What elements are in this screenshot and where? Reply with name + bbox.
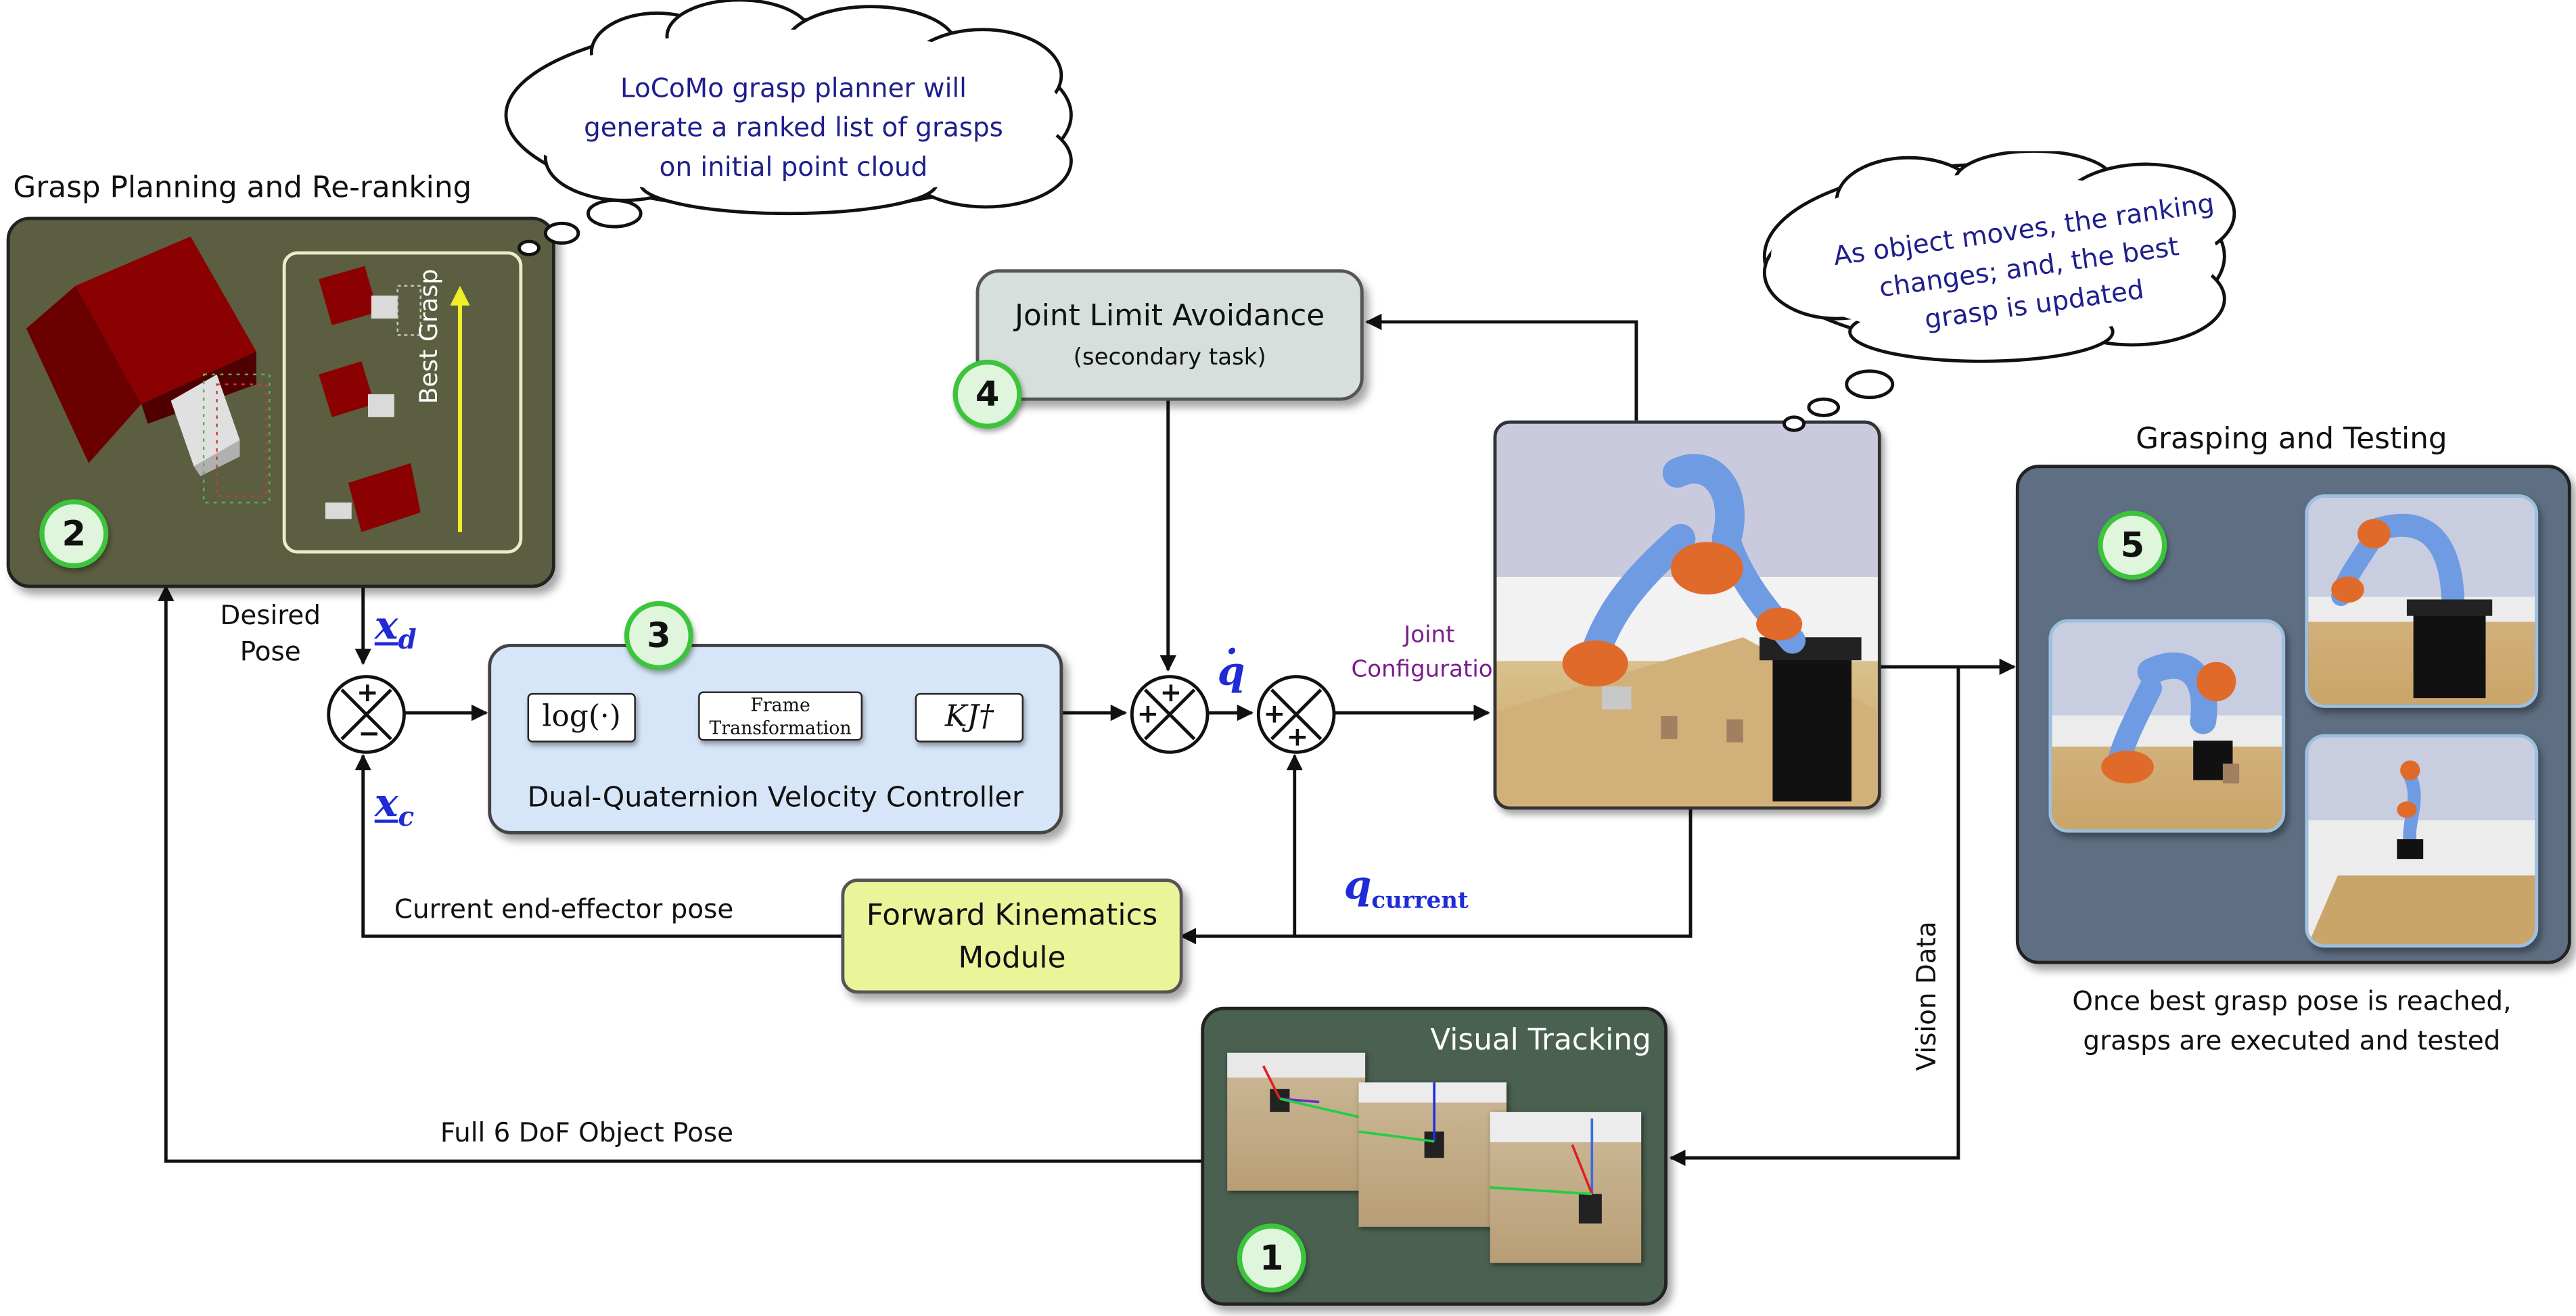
test-image-left <box>2048 619 2286 833</box>
badge-2: 2 <box>39 499 109 569</box>
current-ee-pose-label: Current end-effector pose <box>394 893 734 925</box>
grasping-testing-panel: 5 <box>2015 465 2571 964</box>
frame-transformation-block: Frame Transformation <box>698 691 863 741</box>
locomo-thought-text: LoCoMo grasp planner will generate a ran… <box>522 69 1064 187</box>
grasp-render-image <box>26 236 523 554</box>
joint-configuration-label: Joint Configuration <box>1327 619 1531 688</box>
q-current-letter: q <box>1343 860 1372 909</box>
visual-tracking-panel: Visual Tracking 1 <box>1201 1006 1668 1306</box>
test-image-top-right <box>2305 494 2539 708</box>
arrow-robot-to-fk <box>1179 805 1693 945</box>
controller-title: Dual-Quaternion Velocity Controller <box>527 782 1024 815</box>
locomo-line-2: generate a ranked list of grasps <box>584 112 1003 143</box>
grasp-planning-panel: Best Grasp 2 <box>6 216 555 588</box>
arrow-full-pose <box>158 584 1203 1163</box>
summing-node-config: + + <box>1256 675 1336 754</box>
badge-3: 3 <box>624 601 693 670</box>
badge-5: 5 <box>2098 511 2167 580</box>
q-current-subscript: current <box>1371 888 1469 915</box>
forward-kinematics-panel: Forward Kinematics Module <box>841 878 1183 994</box>
x-d-letter: x <box>374 601 398 649</box>
desired-pose-label: Desired Pose <box>220 598 321 670</box>
x-c-subscript: c <box>398 801 415 832</box>
x-c-letter: x <box>374 778 398 826</box>
grasping-testing-title: Grasping and Testing <box>2136 422 2447 457</box>
grasping-testing-caption: Once best grasp pose is reached, grasps … <box>2017 982 2566 1061</box>
joint-limit-title: Joint Limit Avoidance <box>1015 299 1325 334</box>
badge-4: 4 <box>952 359 1022 429</box>
locomo-line-3: on initial point cloud <box>659 151 928 183</box>
visual-tracking-title: Visual Tracking <box>1430 1023 1651 1058</box>
tracking-frame-1 <box>1227 1052 1366 1191</box>
tracking-frame-2 <box>1358 1082 1507 1227</box>
locomo-line-1: LoCoMo grasp planner will <box>620 72 967 104</box>
q-current-symbol: qcurrent <box>1344 861 1469 915</box>
locomo-thought-cloud <box>504 0 1073 256</box>
desired-pose-line-1: Desired <box>220 599 321 631</box>
tracking-frame-3 <box>1490 1112 1642 1263</box>
desired-pose-line-2: Pose <box>239 635 301 667</box>
summing-node-joint-limit: + + <box>1130 675 1210 754</box>
joint-config-line-1: Joint <box>1404 622 1455 649</box>
fk-line-1: Forward Kinematics <box>866 898 1158 933</box>
controller-panel: log(·) Frame Transformation KJ† Dual-Qua… <box>488 644 1063 835</box>
q-dot-accent: · <box>1225 630 1239 674</box>
summing-node-error: + − <box>327 675 406 754</box>
arrow-fk-to-sum1 <box>354 753 843 938</box>
q-dot-symbol: q · <box>1217 631 1245 695</box>
x-d-symbol: xd <box>375 601 417 655</box>
full-pose-label: Full 6 DoF Object Pose <box>440 1117 734 1148</box>
badge-1: 1 <box>1237 1223 1306 1293</box>
ranking-thought-cloud <box>1762 151 2236 432</box>
caption-line-1: Once best grasp pose is reached, <box>2072 985 2512 1017</box>
x-d-subscript: d <box>398 624 417 655</box>
joint-config-line-2: Configuration <box>1351 657 1508 684</box>
q-dot-letter: q <box>1217 647 1245 695</box>
x-c-symbol: xc <box>375 778 414 832</box>
joint-limit-subtitle: (secondary task) <box>1073 345 1266 371</box>
best-grasp-label: Best Grasp <box>414 268 444 404</box>
test-image-bottom-right <box>2305 734 2539 948</box>
arrow-robot-to-joint-limit <box>1365 313 1638 421</box>
kj-block: KJ† <box>915 692 1024 743</box>
caption-line-2: grasps are executed and tested <box>2083 1025 2501 1056</box>
robot-simulation-image <box>1493 420 1881 810</box>
grasp-planning-title: Grasp Planning and Re-ranking <box>13 170 472 206</box>
log-block: log(·) <box>527 692 636 743</box>
arrow-vision-data <box>1669 667 1960 1167</box>
joint-limit-panel: Joint Limit Avoidance (secondary task) <box>975 269 1364 401</box>
vision-data-label: Vision Data <box>1910 921 1942 1071</box>
fk-line-2: Module <box>958 941 1066 976</box>
